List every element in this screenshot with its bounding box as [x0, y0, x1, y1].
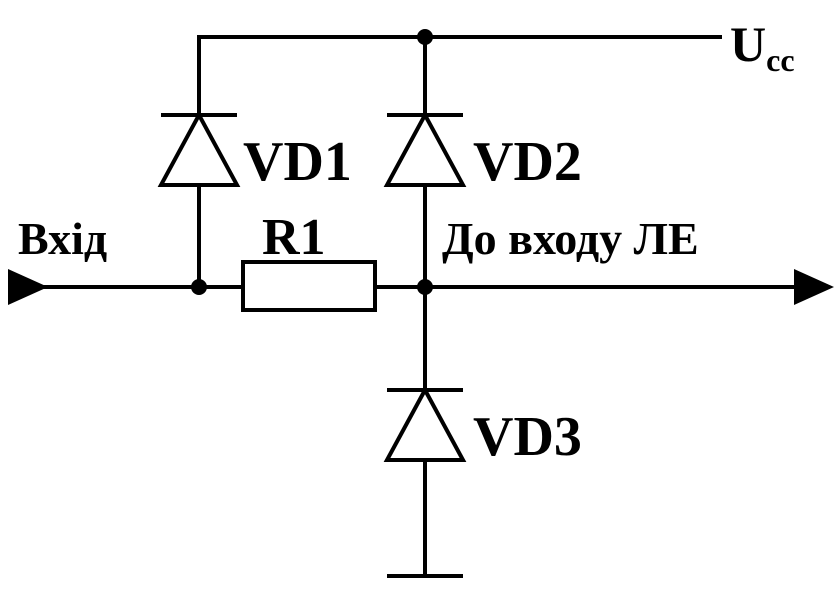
- diode-vd1: [157, 110, 241, 187]
- diode-vd3: [383, 385, 467, 462]
- vd3-label: VD3: [473, 406, 582, 468]
- input-arrow: [8, 269, 48, 305]
- input-label: Вхід: [18, 213, 107, 264]
- junction-center: [417, 279, 433, 295]
- resistor-r1: [241, 260, 377, 312]
- diode-vd2: [383, 110, 467, 187]
- output-label: До входу ЛЕ: [442, 213, 699, 264]
- supply-label: Ucc: [730, 16, 795, 78]
- junction-left: [191, 279, 207, 295]
- output-arrow: [794, 269, 834, 305]
- vd2-label: VD2: [473, 131, 582, 193]
- resistor-label: R1: [262, 209, 326, 266]
- vd1-label: VD1: [243, 131, 352, 193]
- junction-top: [417, 29, 433, 45]
